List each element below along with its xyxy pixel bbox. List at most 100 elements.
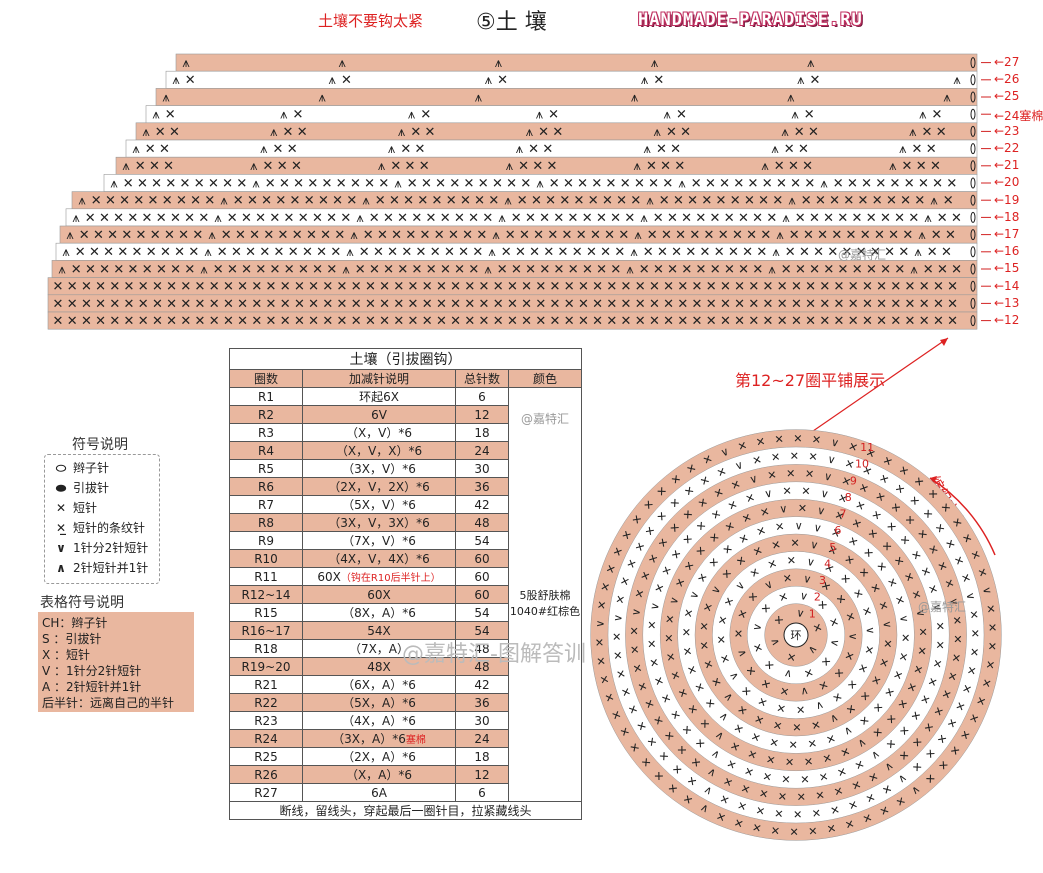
stitch-symbol: ⩚ (776, 228, 784, 243)
stitch-symbol: ✕ (146, 245, 157, 260)
stitch-symbol: ⩚ (651, 56, 659, 71)
stitch-symbol: ⩚ (782, 211, 790, 226)
desc-text: （5X，A）*6 (342, 696, 416, 710)
round-cell: R1 (229, 387, 303, 406)
stitch-symbol: ✕ (493, 314, 504, 329)
stitch-symbol: ⩚ (641, 73, 649, 88)
stitch-symbol: ⩚ (909, 125, 917, 140)
stitch-symbol: ✕ (266, 297, 277, 312)
desc-cell: 环起6X (302, 387, 456, 406)
legend-label: 短针的条纹针 (73, 521, 146, 535)
ring-number: 6 (834, 524, 841, 537)
stitch-symbol: ✕ (574, 194, 585, 209)
stitch-symbol: ∨ (819, 487, 829, 501)
stitch-symbol: ✕ (251, 314, 262, 329)
stitch-symbol: ✕ (378, 176, 389, 191)
total-cell: 42 (455, 675, 509, 694)
stitch-symbol: ∨ (826, 453, 836, 467)
stitch-symbol: ✕ (729, 477, 742, 492)
stitch-symbol: ✕ (419, 159, 430, 174)
ring-number: 9 (850, 474, 857, 487)
stitch-symbol: ✕ (79, 228, 90, 243)
stitch-symbol: ✕ (364, 176, 375, 191)
desc-text: （7X，A） (348, 642, 410, 656)
stitch-symbol: ✕ (397, 211, 408, 226)
stitch-symbol: ✕ (937, 262, 948, 277)
round-cell: R24 (229, 729, 303, 748)
row-end-mark (970, 91, 976, 103)
stitch-symbol: ✕ (93, 228, 104, 243)
stitch-symbol: ✕ (925, 675, 940, 688)
stitch-symbol: ✕ (859, 605, 874, 618)
stitch-symbol: ✕ (217, 245, 228, 260)
stitch-symbol: ✕ (332, 194, 343, 209)
stitch-symbol: ✕ (670, 142, 681, 157)
row-end-mark (970, 280, 976, 292)
stitch-symbol: ✕ (375, 194, 386, 209)
stitch-symbol: ✕ (81, 314, 92, 329)
table-legend-title: 表格符号说明 (40, 595, 124, 611)
stitch-symbol: ✕ (809, 211, 820, 226)
round-cell: R10 (229, 549, 303, 568)
row-label: ←27 (994, 55, 1020, 69)
stitch-symbol: ∨ (733, 458, 745, 473)
stitch-symbol: ✕ (926, 142, 937, 157)
stitch-symbol: ✕ (701, 658, 716, 671)
stitch-symbol: ✕ (914, 194, 925, 209)
stitch-symbol: ✕ (668, 669, 683, 682)
desc-cell: （4X，V，4X）*6 (302, 549, 456, 568)
stitch-symbol: ✕ (728, 245, 739, 260)
stitch-symbol: ✕ (336, 176, 347, 191)
row-end-mark (970, 194, 976, 206)
stitch-symbol: ∨ (897, 614, 911, 624)
stitch-symbol: ✕ (322, 297, 333, 312)
stitch-symbol: ✕ (334, 228, 345, 243)
stitch-symbol: ✕ (259, 245, 270, 260)
ring-number: 5 (829, 541, 836, 554)
stitch-symbol: ✕ (152, 314, 163, 329)
row-label: ←14 (994, 278, 1020, 293)
stitch-symbol: ✕ (801, 485, 811, 499)
stitch-symbol: ✕ (710, 211, 721, 226)
stitch-symbol: ✕ (904, 176, 915, 191)
stitch-symbol: ✕ (421, 176, 432, 191)
stitch-symbol: ⩚ (260, 142, 268, 157)
stitch-symbol: ✕ (493, 280, 504, 295)
stitch-symbol: ✕ (454, 211, 465, 226)
stitch-symbol: ✕ (819, 280, 830, 295)
stitch-symbol: ✕ (985, 641, 999, 651)
stitch-symbol: ✕ (237, 297, 248, 312)
stitch-symbol: ✕ (422, 314, 433, 329)
stitch-symbol: ✕ (162, 194, 173, 209)
stitch-symbol: ✕ (943, 194, 954, 209)
stitch-symbol: ⩚ (646, 194, 654, 209)
stitch-symbol: ✕ (493, 297, 504, 312)
desc-text: 54X (367, 623, 391, 638)
symbol-legend: ⬭辫子针⬬引拔针✕短针✕̲短针的条纹针∨1针分2针短针∧2针短针并1针 (44, 454, 160, 584)
stitch-symbol: ✕ (294, 314, 305, 329)
stitch-symbol: ✕ (75, 245, 86, 260)
desc-note: （钩在R10后半针上） (340, 573, 441, 584)
stitch-symbol: ∨ (799, 589, 809, 603)
stitch-symbol: ✕ (618, 228, 629, 243)
stitch-symbol: ✕ (766, 557, 779, 572)
stitch-symbol: ✕ (724, 262, 735, 277)
stitch-symbol: ✕ (287, 142, 298, 157)
stitch-symbol: ✕ (704, 228, 715, 243)
stitch-symbol: ✕ (590, 228, 601, 243)
stitch-symbol: ✕ (535, 280, 546, 295)
row-label: ←21 (994, 158, 1020, 173)
stitch-symbol: ✕ (596, 262, 607, 277)
stitch-symbol: ✕ (716, 614, 731, 626)
stitch-symbol: ✕ (468, 262, 479, 277)
desc-cell: （7X，V）*6 (302, 531, 456, 550)
stitch-symbol: ⩚ (204, 245, 212, 260)
desc-text: （7X，V）*6 (342, 534, 416, 548)
stitch-symbol: ✕ (793, 432, 802, 445)
stitch-symbol: ✕ (237, 280, 248, 295)
stitch-symbol: ✕ (880, 639, 894, 649)
column-header: 圈数 (229, 369, 303, 388)
stitch-symbol: ✕ (474, 194, 485, 209)
stitch-symbol: ✕ (408, 280, 419, 295)
